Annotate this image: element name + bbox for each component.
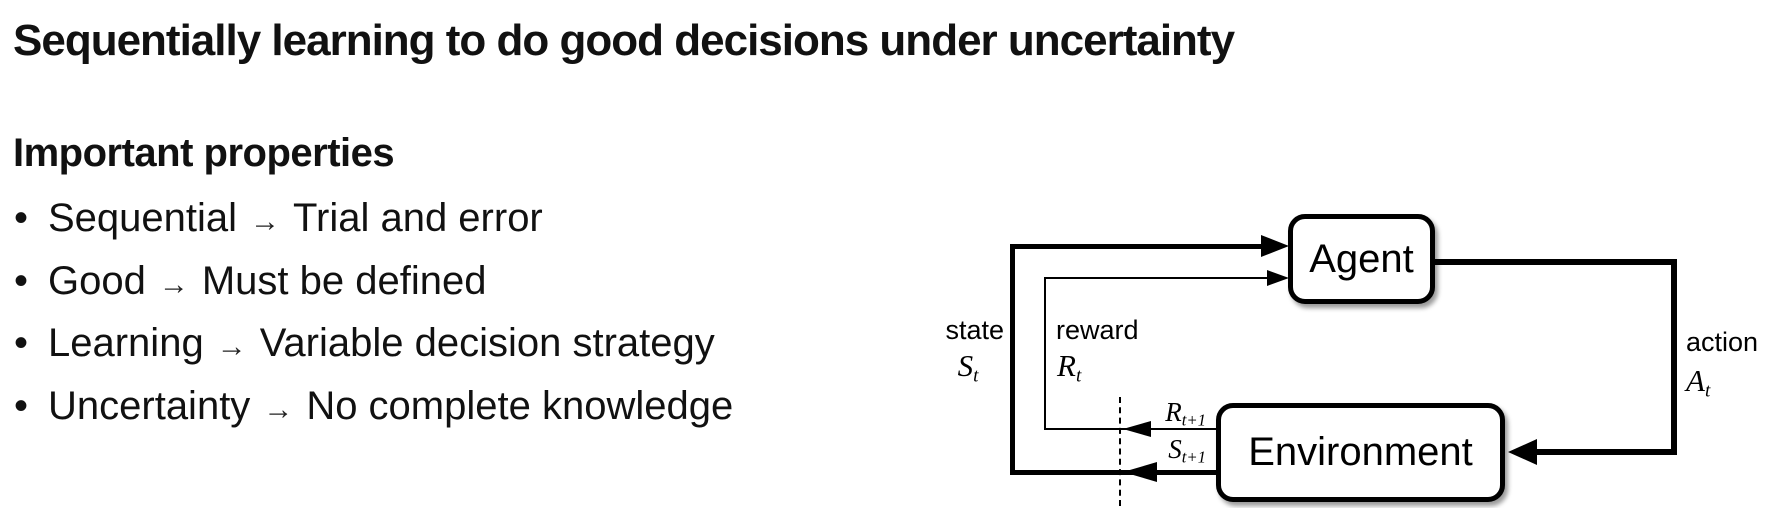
agent-node-label: Agent (1309, 236, 1414, 281)
reward-label: reward (1056, 315, 1139, 345)
next-state-symbol: St+1 (1106, 434, 1206, 467)
right-arrow-glyph: → (263, 392, 294, 426)
action-line-vertical (1671, 259, 1677, 455)
state-line-vertical (1010, 245, 1015, 475)
environment-node: Environment (1216, 403, 1505, 502)
bullet-term: Learning (48, 321, 204, 365)
agent-action-line (1435, 259, 1677, 265)
time-step-dashed-line (1119, 397, 1121, 506)
state-label: state (945, 315, 1004, 345)
bullet-item-sequential: • Sequential → Trial and error (0, 189, 733, 252)
bullet-marker: • (14, 196, 29, 240)
right-arrow-glyph: → (158, 267, 189, 301)
bullet-desc: No complete knowledge (306, 383, 734, 428)
action-arrowhead-icon (1508, 439, 1537, 465)
agent-node: Agent (1288, 214, 1435, 304)
bullet-desc: Variable decision strategy (259, 321, 715, 365)
next-state-arrowhead-icon (1123, 462, 1157, 482)
bullet-marker: • (14, 258, 29, 303)
state-symbol-letter: S (957, 348, 974, 383)
right-arrow-glyph: → (250, 205, 281, 238)
bullet-list: • Sequential → Trial and error • Good → Must b… (0, 189, 733, 439)
bullet-item-good: • Good → Must be defined (0, 252, 733, 315)
bullet-marker: • (14, 321, 29, 365)
reward-symbol-letter: R (1057, 348, 1076, 383)
slide-title: Sequentially learning to do good decisio… (13, 16, 1235, 65)
next-state-symbol-subscript: t+1 (1181, 447, 1206, 467)
action-symbol: At (1686, 363, 1711, 402)
reward-symbol: Rt (1057, 348, 1082, 387)
environment-node-label: Environment (1248, 430, 1473, 474)
reward-to-agent-line (1044, 277, 1270, 279)
bullet-term: Uncertainty (48, 383, 251, 428)
bullet-term: Sequential (48, 196, 238, 240)
bullet-item-uncertainty: • Uncertainty → No complete knowledge (0, 377, 733, 440)
next-reward-symbol-letter: R (1165, 397, 1182, 427)
reward-arrowhead-icon (1267, 270, 1289, 286)
bullet-item-learning: • Learning → Variable decision strategy (0, 314, 733, 377)
next-reward-arrowhead-icon (1123, 421, 1151, 437)
action-symbol-subscript: t (1704, 380, 1711, 402)
action-to-environment-line (1534, 449, 1677, 455)
next-reward-symbol: Rt+1 (1106, 397, 1206, 430)
bullet-marker: • (14, 383, 29, 428)
state-to-agent-line (1010, 244, 1264, 249)
reward-line-vertical (1044, 277, 1046, 430)
state-symbol-subscript: t (973, 365, 979, 387)
action-label: action (1686, 327, 1759, 357)
right-arrow-glyph: → (216, 330, 247, 363)
next-reward-symbol-subscript: t+1 (1181, 410, 1206, 430)
bullet-term: Good (48, 258, 146, 303)
state-arrowhead-icon (1261, 235, 1289, 257)
state-symbol: St (918, 348, 1018, 387)
next-state-symbol-letter: S (1168, 434, 1182, 464)
action-symbol-letter: A (1686, 363, 1705, 398)
bullet-desc: Trial and error (293, 196, 543, 240)
next-state-line (1010, 470, 1218, 475)
section-heading: Important properties (13, 131, 395, 175)
bullet-desc: Must be defined (201, 258, 487, 303)
reward-symbol-subscript: t (1075, 365, 1082, 387)
